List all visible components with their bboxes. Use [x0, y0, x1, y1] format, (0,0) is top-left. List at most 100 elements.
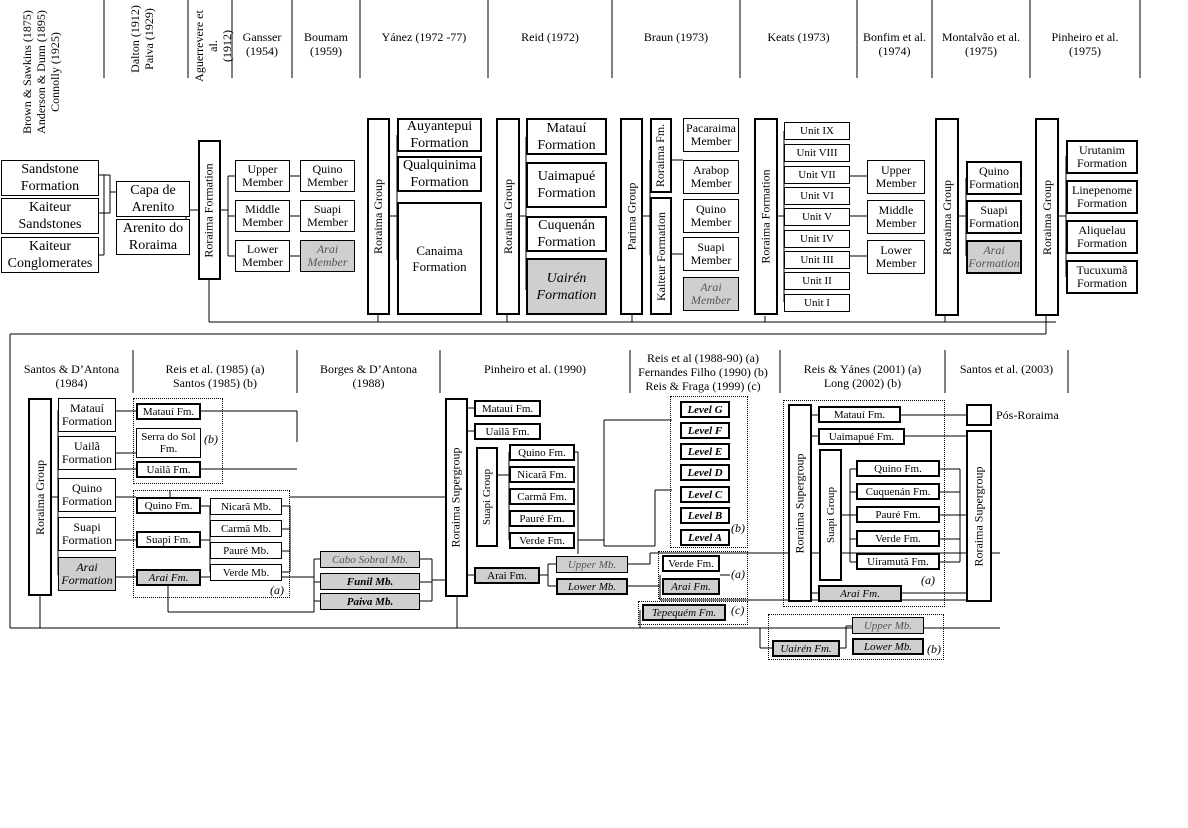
unit-box: Nicarã Fm. [509, 466, 575, 483]
unit-box: Cabo Sobral Mb. [320, 551, 420, 568]
author-gansser: Gansser(1954) [242, 30, 282, 58]
note-tag: (b) [731, 521, 745, 535]
unit-box: Upper Member [235, 160, 290, 192]
note-tag: (c) [731, 603, 745, 617]
unit-box: Pauré Fm. [509, 510, 575, 527]
unit-box: Serra do Sol Fm. [136, 428, 201, 458]
unit-box: Kaiteur Conglomerates [1, 237, 99, 273]
unit-box-vertical: Suapi Group [819, 449, 842, 581]
unit-box: Aliquelau Formation [1066, 220, 1138, 254]
group-outline [133, 490, 290, 598]
unit-box: Lower Mb. [852, 638, 924, 655]
unit-box: Uailã Fm. [136, 461, 201, 478]
author-keats: Keats (1973) [767, 30, 830, 44]
unit-box: Upper Mb. [556, 556, 628, 573]
unit-box: Verde Fm. [662, 555, 720, 572]
unit-box: Level E [680, 443, 730, 460]
unit-box: Arai Formation [58, 557, 116, 591]
group-outline [658, 551, 748, 599]
unit-box: Capa de Arenito [116, 181, 190, 217]
author-montalvao: Montalvão et al.(1975) [941, 30, 1021, 58]
group-outline [670, 396, 748, 548]
unit-box: Unit I [784, 294, 850, 312]
unit-box: Matauí Fm. [818, 406, 901, 423]
unit-box: Urutanim Formation [1066, 140, 1138, 174]
unit-box: Lower Member [235, 240, 290, 272]
unit-box: Pacaraima Member [683, 118, 739, 152]
unit-box: Matauí Formation [526, 118, 607, 155]
unit-box-vertical: Roraima Formation [754, 118, 778, 315]
unit-box: Quino Fm. [856, 460, 940, 477]
unit-box: Suapi Member [300, 200, 355, 232]
author-santos-dantona: Santos & D’Antona(1984) [23, 362, 120, 390]
unit-box: Suapi Formation [58, 517, 116, 551]
author-pinheiro-1990: Pinheiro et al. (1990) [484, 362, 586, 376]
unit-box: Kaiteur Sandstones [1, 198, 99, 234]
unit-box-vertical: Roraima Supergroup [788, 404, 812, 602]
unit-box: Uairén Fm. [772, 640, 840, 657]
unit-box: Canaima Formation [397, 202, 482, 315]
unit-box: Quino Member [683, 199, 739, 233]
unit-box: Quino Fm. [136, 497, 201, 514]
unit-box: Pauré Fm. [856, 506, 940, 523]
unit-box: Verde Mb. [210, 564, 282, 581]
unit-box: Cuquenán Fm. [856, 483, 940, 500]
unit-box: Quino Formation [966, 161, 1022, 195]
author-brown-sawkins: Brown & Sawkins (1875)Anderson & Dunn (1… [20, 10, 62, 134]
unit-box: Arai Member [683, 277, 739, 311]
unit-box: Pauré Mb. [210, 542, 282, 559]
unit-box: Unit V [784, 208, 850, 226]
group-outline [768, 614, 944, 660]
unit-box: Middle Member [867, 200, 925, 234]
unit-box-vertical: Roraima Supergroup [966, 430, 992, 602]
author-aguerrevere: Aguerrevere et al.(1912) [192, 10, 234, 82]
unit-box: Unit VIII [784, 144, 850, 162]
unit-box: Upper Mb. [852, 617, 924, 634]
author-bonfim: Bonfim et al.(1974) [863, 30, 926, 58]
author-reis-santos: Reis et al. (1985) (a)Santos (1985) (b) [165, 362, 265, 390]
unit-box: Arai Fm. [818, 585, 902, 602]
unit-box-vertical: Roraima Group [1035, 118, 1059, 316]
unit-box: Quino Formation [58, 478, 116, 512]
unit-box: Tepequém Fm. [642, 604, 726, 621]
unit-box: Unit IX [784, 122, 850, 140]
unit-box: Paiva Mb. [320, 593, 420, 610]
author-reis-fernandes-fraga: Reis et al (1988-90) (a)Fernandes Filho … [638, 351, 768, 393]
unit-box: Linepenome Formation [1066, 180, 1138, 214]
unit-box: Uailã Fm. [474, 423, 541, 440]
unit-box: Cuquenán Formation [526, 216, 607, 252]
unit-box: Upper Member [867, 160, 925, 194]
unit-box: Quino Member [300, 160, 355, 192]
unit-box: Suapi Fm. [136, 531, 201, 548]
unit-box-vertical: Roraima Group [367, 118, 390, 315]
author-boumam: Boumam(1959) [304, 30, 348, 58]
unit-box: Unit VI [784, 187, 850, 205]
author-borges-dantona: Borges & D’Antona(1988) [319, 362, 418, 390]
unit-box: Sandstone Formation [1, 160, 99, 196]
unit-box: Qualquinima Formation [397, 156, 482, 192]
unit-box: Unit III [784, 251, 850, 269]
unit-box: Carmã Mb. [210, 520, 282, 537]
unit-box-vertical: Suapi Group [476, 447, 498, 547]
unit-box: Arabop Member [683, 160, 739, 194]
unit-box: Unit VII [784, 166, 850, 184]
unit-box: Verde Fm. [856, 530, 940, 547]
note-tag: (a) [921, 573, 935, 587]
unit-box [966, 404, 992, 426]
unit-box: Tucuxumã Formation [1066, 260, 1138, 294]
unit-box: Verde Fm. [509, 532, 575, 549]
unit-box-vertical: Kaiteur Formation [650, 197, 672, 315]
group-outline [783, 400, 945, 607]
unit-box: Matauí Fm. [474, 400, 541, 417]
unit-box-vertical: Roraima Group [496, 118, 520, 315]
unit-box: Uiramutã Fm. [856, 553, 940, 570]
unit-box: Funil Mb. [320, 573, 420, 590]
unit-box: Matauí Formation [58, 398, 116, 432]
note-tag: (a) [731, 567, 745, 581]
unit-box: Level C [680, 486, 730, 503]
author-santos-2003: Santos et al. (2003) [959, 362, 1054, 376]
unit-box: Lower Member [867, 240, 925, 274]
unit-box: Uailã Formation [58, 436, 116, 470]
unit-box: Auyantepui Formation [397, 118, 482, 152]
